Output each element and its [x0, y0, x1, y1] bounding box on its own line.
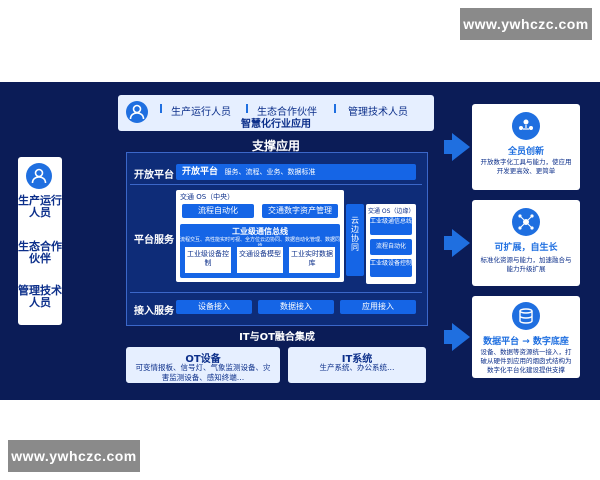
data-access: 数据接入 [258, 300, 334, 314]
edge-os-box: 交通 OS（边缘） 工业级通信总线 流程自动化 工业级设备控制 [366, 204, 416, 284]
benefit-3-description: 设备、数据等资源统一接入，打破从硬件到应用的烟囱式结构为数字化平台化建设提供支撑 [480, 348, 572, 374]
top-roles-banner: 生产运行人员 生态合作伙伴 管理技术人员 智慧化行业应用 [118, 95, 434, 131]
edge-item-2: 流程自动化 [370, 239, 412, 255]
open-platform-bar: 开放平台 服务、流程、业务、数据标准 [176, 164, 416, 180]
top-role-3: 管理技术人员 [334, 103, 416, 118]
left-role-3: 管理技术人员 [18, 284, 62, 309]
support-title: 支撑应用 [251, 139, 300, 153]
benefit-3-heading: 数据平台 → 数字底座 [483, 337, 569, 347]
data-platform-icon [512, 302, 540, 330]
arrow-right-icon [444, 330, 454, 344]
left-personnel-box: 生产运行人员 生态合作伙伴 管理技术人员 [18, 157, 62, 325]
it-title: IT系统 [341, 354, 373, 365]
watermark-bottom: www.ywhczc.com [8, 440, 140, 472]
it-systems-box: IT系统 生产系统、办公系统… [288, 347, 426, 383]
benefit-card-data-platform: 数据平台 → 数字底座 设备、数据等资源统一接入，打破从硬件到应用的烟囱式结构为… [472, 296, 580, 378]
platform-service-label: 平台服务 [134, 235, 174, 246]
arrow-right-icon [444, 236, 454, 250]
left-role-2: 生态合作伙伴 [18, 240, 62, 265]
hub-expand-icon [512, 208, 540, 236]
cloud-edge-sync: 云边协同 [346, 204, 364, 276]
top-role-2: 生态合作伙伴 [246, 103, 322, 118]
central-os-box: 交通 OS（中央） 流程自动化 交通数字资产管理 工业级通信总线 流程交互、高性… [176, 190, 344, 282]
it-description: 生产系统、办公系统… [319, 363, 395, 372]
person-icon [126, 101, 148, 123]
arrow-right-icon [452, 133, 470, 161]
benefit-2-description: 标准化资源与能力，加速融合与能力升级扩展 [480, 256, 572, 273]
separator [130, 184, 422, 185]
edge-item-1: 工业级通信总线 [370, 217, 412, 235]
left-role-1: 生产运行人员 [18, 194, 62, 219]
arrow-right-icon [444, 140, 454, 154]
it-ot-integration-label: IT与OT融合集成 [239, 332, 315, 343]
asset-management: 交通数字资产管理 [262, 204, 338, 218]
benefit-card-scalable: 可扩展，自生长 标准化资源与能力，加速融合与能力升级扩展 [472, 200, 580, 286]
top-role-1: 生产运行人员 [160, 103, 236, 118]
access-service-label: 接入服务 [134, 306, 174, 317]
bus-module-2: 交通设备模型 [236, 246, 284, 274]
watermark-top: www.ywhczc.com [460, 8, 592, 40]
arrow-right-icon [452, 229, 470, 257]
edge-os-title: 交通 OS（边缘） [368, 208, 415, 215]
arrow-right-icon [452, 323, 470, 351]
bus-module-1: 工业级设备控制 [184, 246, 232, 274]
ot-title: OT设备 [185, 354, 221, 365]
benefit-1-heading: 全员创新 [507, 147, 544, 157]
benefit-2-heading: 可扩展，自生长 [494, 243, 558, 253]
separator [130, 292, 422, 293]
benefit-card-innovation: 全员创新 开放数字化工具与能力，使应用开发更高效、更简单 [472, 104, 580, 190]
person-icon [26, 163, 52, 189]
app-access: 应用接入 [340, 300, 416, 314]
device-access: 设备接入 [176, 300, 252, 314]
edge-item-3: 工业级设备控制 [370, 259, 412, 277]
bus-module-3: 工业实时数据库 [288, 246, 336, 274]
open-platform-label: 开放平台 [134, 170, 174, 181]
central-os-title: 交通 OS（中央） [180, 193, 235, 201]
ot-devices-box: OT设备 可变情报板、信号灯、气象监测设备、灾害监测设备、感知终端… [126, 347, 280, 383]
benefit-1-description: 开放数字化工具与能力，使应用开发更高效、更简单 [480, 158, 572, 175]
ot-description: 可变情报板、信号灯、气象监测设备、灾害监测设备、感知终端… [135, 363, 271, 382]
people-network-icon [512, 112, 540, 140]
process-automation: 流程自动化 [182, 204, 254, 218]
top-subtitle: 智慧化行业应用 [241, 119, 311, 130]
